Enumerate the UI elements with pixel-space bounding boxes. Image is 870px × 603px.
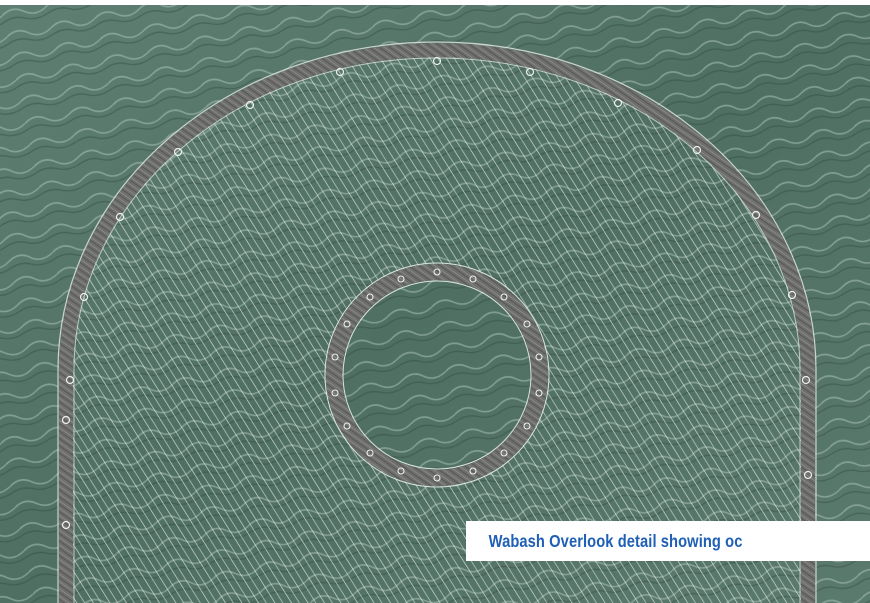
caption-text: Wabash Overlook detail showing oc bbox=[488, 531, 743, 551]
photo-frame: Wabash Overlook detail showing oc bbox=[0, 5, 870, 603]
outer-frame bbox=[59, 43, 815, 603]
outer-frame-bolts bbox=[61, 56, 813, 530]
inner-ring-bolts bbox=[331, 268, 543, 482]
caption-bar: Wabash Overlook detail showing oc bbox=[466, 521, 870, 561]
overlook-photo bbox=[0, 5, 870, 603]
inner-ring bbox=[326, 264, 548, 486]
mesh-deck bbox=[0, 5, 870, 603]
